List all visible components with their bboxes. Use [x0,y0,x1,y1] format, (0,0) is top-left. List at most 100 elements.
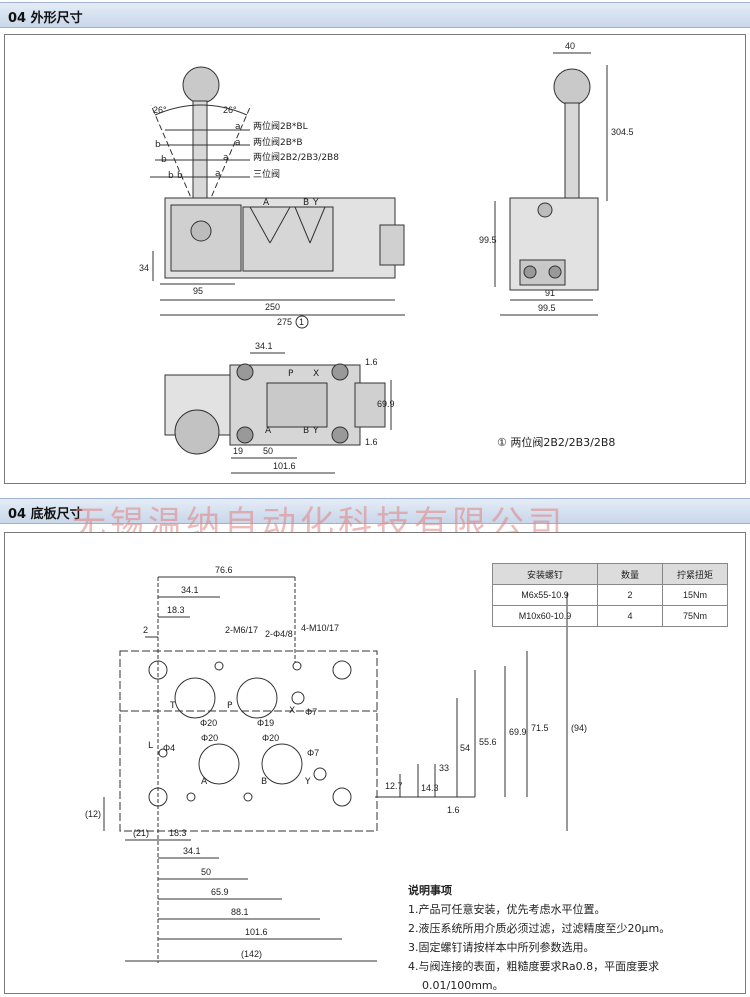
table-header: 拧紧扭矩 [662,563,728,585]
dim-label: 33 [439,763,449,773]
angle-right-label: 26° [223,105,237,115]
dim-label: 99.5 [479,235,497,245]
port-label: A [263,198,270,208]
port-t [174,677,216,719]
dim-label: 34.1 [181,585,199,595]
pin-hole [243,792,253,802]
lever-letter: a [215,169,221,179]
port-label: L [148,741,153,751]
lever-knob [182,66,220,104]
table-cell: 15Nm [662,584,728,606]
dim-label: 88.1 [231,907,249,917]
dim-label: 99.5 [538,303,556,313]
dim-label: 2 [143,625,148,635]
dim-label: 14.3 [421,783,439,793]
table-header: 数量 [597,563,663,585]
dim-label: 101.6 [273,461,296,471]
note-item: 3.固定螺钉请按样本中所列参数选用。 [408,941,595,954]
lever-letter: b [177,171,183,181]
port-label: P [227,701,233,711]
lever-letter: b [168,171,174,181]
hole-dim-label: Φ20 [201,733,218,743]
dim-label: 54 [460,743,470,753]
dim-label: 1.6 [447,805,460,815]
table-cell: M10x60-10.9 [492,605,598,627]
lever-letter: b [155,140,161,150]
section-header-outline: 04 外形尺寸 [0,2,750,28]
notes-block: 说明事项 1.产品可任意安装，优先考虑水平位置。 2.液压系统所用介质必须过滤，… [408,881,670,995]
angle-left-label: 26° [153,105,167,115]
side-lever-knob [553,68,591,106]
dim-label: 69.9 [509,727,527,737]
port-label: P [288,369,294,379]
dim-label: 65.9 [211,887,229,897]
port-label: X [313,369,319,379]
pin-hole [214,661,224,671]
dim-label: 18.3 [169,828,187,838]
dim-label: 2-Φ4/8 [265,629,293,639]
top-view-knob [174,409,220,455]
dim-label: 304.5 [611,127,634,137]
dim-label: 12.7 [385,781,403,791]
base-plate-outline [119,650,378,832]
circled-number-icon [295,315,309,329]
pin-hole [186,792,196,802]
note-item: 1.产品可任意安装，优先考虑水平位置。 [408,903,606,916]
port-label: Y [304,777,311,787]
lever-letter: b [161,155,167,165]
bolt-table: 安装螺钉 数量 拧紧扭矩 M6x55-10.9 2 15Nm M10x60-10… [492,563,728,627]
table-cell: 2 [597,584,663,606]
mount-hole [332,660,352,680]
dim-label: 34 [139,263,149,273]
base-plate-drawing: 76.6 34.1 18.3 2 2-M6/17 2-Φ4/8 4-M10/17… [85,565,587,963]
dim-label: 19 [233,446,243,456]
port-label: T [169,701,176,711]
note-item: 2.液压系统所用介质必须过滤，过滤精度至少20μm。 [408,922,671,935]
circled-number: 1 [299,317,304,327]
dim-label: (94) [571,723,587,733]
outline-drawing: 26° 26° a b a b a b a b 两位阀2B*BL 两位阀2B*B… [139,41,634,474]
dim-label: 1.6 [365,357,378,367]
valve-type-label: 三位阀 [253,168,280,180]
note-item: 0.01/100mm。 [422,979,504,992]
dim-label: 4-M10/17 [301,623,339,633]
port-a [198,743,240,785]
dim-label: 50 [201,867,211,877]
table-header-row: 安装螺钉 数量 拧紧扭矩 [492,563,728,585]
dim-label: 95 [193,286,203,296]
circled-number-icon: ① [497,436,507,449]
dim-label: 40 [565,41,575,51]
port-label: A [201,777,208,787]
dim-label: 55.6 [479,737,497,747]
table-row: M6x55-10.9 2 15Nm [492,584,728,606]
lever-letter: a [223,153,229,163]
hole-dim-label: Φ19 [257,718,274,728]
dim-label: 18.3 [167,605,185,615]
lever-letter: a [235,122,241,132]
port-x [291,691,305,705]
port-label: A [265,426,272,436]
lever-letter: a [235,138,241,148]
section-header-base: 04 底板尺寸 [0,498,750,524]
dim-label: 76.6 [215,565,233,575]
valve-note: ① 两位阀2B2/2B3/2B8 [497,434,615,450]
table-cell: M6x55-10.9 [492,584,598,606]
table-cell: 75Nm [662,605,728,627]
port-label: Y [312,198,319,208]
dim-label: (142) [241,949,262,959]
table-cell: 4 [597,605,663,627]
valve-type-label: 两位阀2B*BL [253,120,308,132]
dim-label: 2-M6/17 [225,625,258,635]
port-label: X [289,706,295,716]
port-y [313,767,327,781]
port-label: B [303,426,309,436]
valve-type-label: 两位阀2B*B [253,136,303,148]
outline-drawing-panel: 26° 26° a b a b a b a b 两位阀2B*BL 两位阀2B*B… [4,34,746,484]
port-p [236,677,278,719]
pin-hole [292,661,302,671]
notes-title: 说明事项 [408,884,452,897]
dim-label: 34.1 [255,341,273,351]
port-l-hole [158,748,168,758]
mount-hole [332,787,352,807]
hole-dim-label: Φ20 [262,733,279,743]
